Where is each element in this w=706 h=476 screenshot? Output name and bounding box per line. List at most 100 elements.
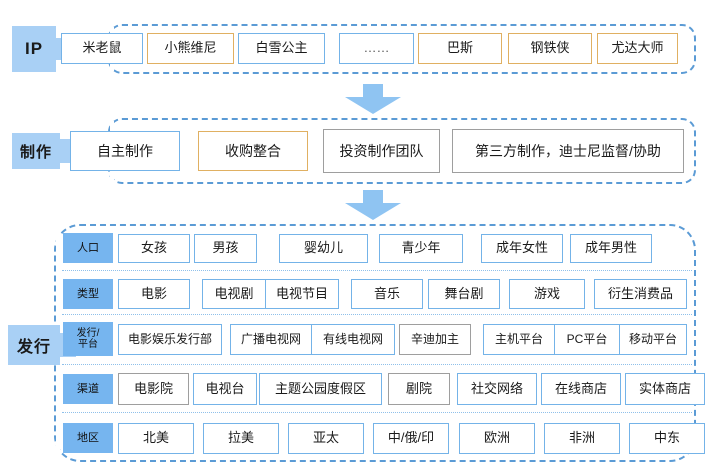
type-chip-4[interactable]: 舞台剧 xyxy=(428,279,500,309)
type-chip-2[interactable]: 电视节目 xyxy=(265,279,339,309)
platform-chip-5[interactable]: PC平台 xyxy=(554,324,620,355)
rowkey-type-label: 类型 xyxy=(77,287,99,300)
region-chip-5[interactable]: 非洲 xyxy=(544,423,620,454)
region-chip-2[interactable]: 亚太 xyxy=(288,423,364,454)
ip-chip-6[interactable]: 尤达大师 xyxy=(597,33,678,64)
region-chip-6[interactable]: 中东 xyxy=(629,423,705,454)
stage-label-production: 制作 xyxy=(12,133,60,169)
arrow-ip-to-production xyxy=(345,84,401,114)
platform-chip-3[interactable]: 辛迪加主 xyxy=(399,324,471,355)
channel-chip-5-label: 在线商店 xyxy=(554,380,607,396)
channel-chip-3[interactable]: 剧院 xyxy=(388,373,450,405)
type-chip-1[interactable]: 电视剧 xyxy=(202,279,266,309)
channel-chip-2[interactable]: 主题公园度假区 xyxy=(259,373,382,405)
platform-chip-0-label: 电影娱乐发行部 xyxy=(127,331,212,346)
ip-chip-4-label: 巴斯 xyxy=(446,40,473,56)
platform-chip-4[interactable]: 主机平台 xyxy=(483,324,555,355)
type-chip-4-label: 舞台剧 xyxy=(444,285,484,301)
ip-chip-6-label: 尤达大师 xyxy=(611,40,664,56)
rowkey-channel-label: 渠道 xyxy=(77,382,99,395)
region-chip-4-label: 欧洲 xyxy=(483,430,510,446)
platform-chip-2-label: 有线电视网 xyxy=(322,331,383,346)
rowkey-platform-label-line1: 发行/ xyxy=(76,327,100,339)
arrow-production-to-distribution xyxy=(345,190,401,220)
production-chip-1-label: 收购整合 xyxy=(225,142,281,159)
platform-chip-0[interactable]: 电影娱乐发行部 xyxy=(118,324,222,355)
rowkey-region-label: 地区 xyxy=(77,431,99,444)
rowkey-platform-label-line2: 平台 xyxy=(78,339,98,350)
population-chip-1[interactable]: 男孩 xyxy=(194,234,257,263)
rowkey-region: 地区 xyxy=(63,423,113,453)
platform-chip-6-label: 移动平台 xyxy=(628,331,677,346)
region-chip-0-label: 北美 xyxy=(142,430,169,446)
channel-chip-1[interactable]: 电视台 xyxy=(193,373,257,405)
type-chip-3-label: 音乐 xyxy=(373,285,400,301)
channel-chip-4[interactable]: 社交网络 xyxy=(457,373,537,405)
platform-chip-1-label: 广播电视网 xyxy=(240,331,301,346)
production-chip-3-label: 第三方制作，迪士尼监督/协助 xyxy=(475,142,661,159)
production-chip-3[interactable]: 第三方制作，迪士尼监督/协助 xyxy=(452,129,684,173)
ip-chip-5[interactable]: 钢铁侠 xyxy=(508,33,592,64)
channel-chip-0[interactable]: 电影院 xyxy=(118,373,189,405)
population-chip-3-label: 青少年 xyxy=(401,240,441,256)
production-chip-1[interactable]: 收购整合 xyxy=(198,131,308,171)
population-chip-0[interactable]: 女孩 xyxy=(118,234,190,263)
population-chip-4-label: 成年女性 xyxy=(495,240,548,256)
region-chip-0[interactable]: 北美 xyxy=(118,423,194,454)
channel-chip-5[interactable]: 在线商店 xyxy=(541,373,621,405)
ip-chip-1[interactable]: 小熊维尼 xyxy=(147,33,234,64)
region-chip-3[interactable]: 中/俄/印 xyxy=(373,423,449,454)
production-chip-0[interactable]: 自主制作 xyxy=(70,131,180,171)
ip-chip-1-label: 小熊维尼 xyxy=(164,40,217,56)
production-chip-0-label: 自主制作 xyxy=(97,142,153,159)
region-chip-3-label: 中/俄/印 xyxy=(387,430,435,446)
population-chip-2[interactable]: 婴幼儿 xyxy=(279,234,368,263)
rowkey-population-label: 人口 xyxy=(77,241,99,254)
type-chip-3[interactable]: 音乐 xyxy=(351,279,423,309)
population-chip-1-label: 男孩 xyxy=(212,240,239,256)
stage-label-distribution-text: 发行 xyxy=(16,339,51,356)
ip-chip-5-label: 钢铁侠 xyxy=(530,40,570,56)
region-chip-1[interactable]: 拉美 xyxy=(203,423,279,454)
platform-chip-5-label: PC平台 xyxy=(566,331,608,346)
region-chip-4[interactable]: 欧洲 xyxy=(459,423,535,454)
ip-chip-3[interactable]: …… xyxy=(339,33,414,64)
population-chip-3[interactable]: 青少年 xyxy=(379,234,463,263)
row-separator-2 xyxy=(62,314,692,315)
population-chip-0-label: 女孩 xyxy=(140,240,167,256)
type-chip-6[interactable]: 衍生消费品 xyxy=(594,279,687,309)
stage-label-ip-text: IP xyxy=(24,39,44,58)
production-chip-2[interactable]: 投资制作团队 xyxy=(323,129,440,173)
ip-chip-2[interactable]: 白雪公主 xyxy=(238,33,325,64)
ip-chip-4[interactable]: 巴斯 xyxy=(418,33,502,64)
population-chip-5[interactable]: 成年男性 xyxy=(570,234,652,263)
type-chip-0[interactable]: 电影 xyxy=(118,279,190,309)
type-chip-5[interactable]: 游戏 xyxy=(509,279,585,309)
region-chip-1-label: 拉美 xyxy=(227,430,254,446)
rowkey-channel: 渠道 xyxy=(63,374,113,404)
channel-chip-2-label: 主题公园度假区 xyxy=(274,380,366,396)
region-chip-2-label: 亚太 xyxy=(312,430,339,446)
ip-chip-0-label: 米老鼠 xyxy=(82,40,122,56)
row-separator-4 xyxy=(62,412,692,413)
platform-chip-6[interactable]: 移动平台 xyxy=(619,324,687,355)
row-separator-1 xyxy=(62,270,692,271)
population-chip-2-label: 婴幼儿 xyxy=(303,240,343,256)
row-separator-3 xyxy=(62,364,692,365)
population-chip-4[interactable]: 成年女性 xyxy=(481,234,563,263)
ip-chip-0[interactable]: 米老鼠 xyxy=(61,33,143,64)
channel-chip-4-label: 社交网络 xyxy=(470,380,523,396)
rowkey-type: 类型 xyxy=(63,279,113,309)
type-chip-5-label: 游戏 xyxy=(533,285,560,301)
type-chip-0-label: 电影 xyxy=(140,285,167,301)
platform-chip-3-label: 辛迪加主 xyxy=(410,331,459,346)
region-chip-6-label: 中东 xyxy=(653,430,680,446)
ip-chip-3-label: …… xyxy=(363,40,390,56)
channel-chip-6[interactable]: 实体商店 xyxy=(625,373,705,405)
platform-chip-1[interactable]: 广播电视网 xyxy=(230,324,312,355)
platform-chip-2[interactable]: 有线电视网 xyxy=(311,324,395,355)
rowkey-platform: 发行/ 平台 xyxy=(63,322,113,356)
type-chip-2-label: 电视节目 xyxy=(275,285,328,301)
stage-label-production-text: 制作 xyxy=(19,143,52,161)
